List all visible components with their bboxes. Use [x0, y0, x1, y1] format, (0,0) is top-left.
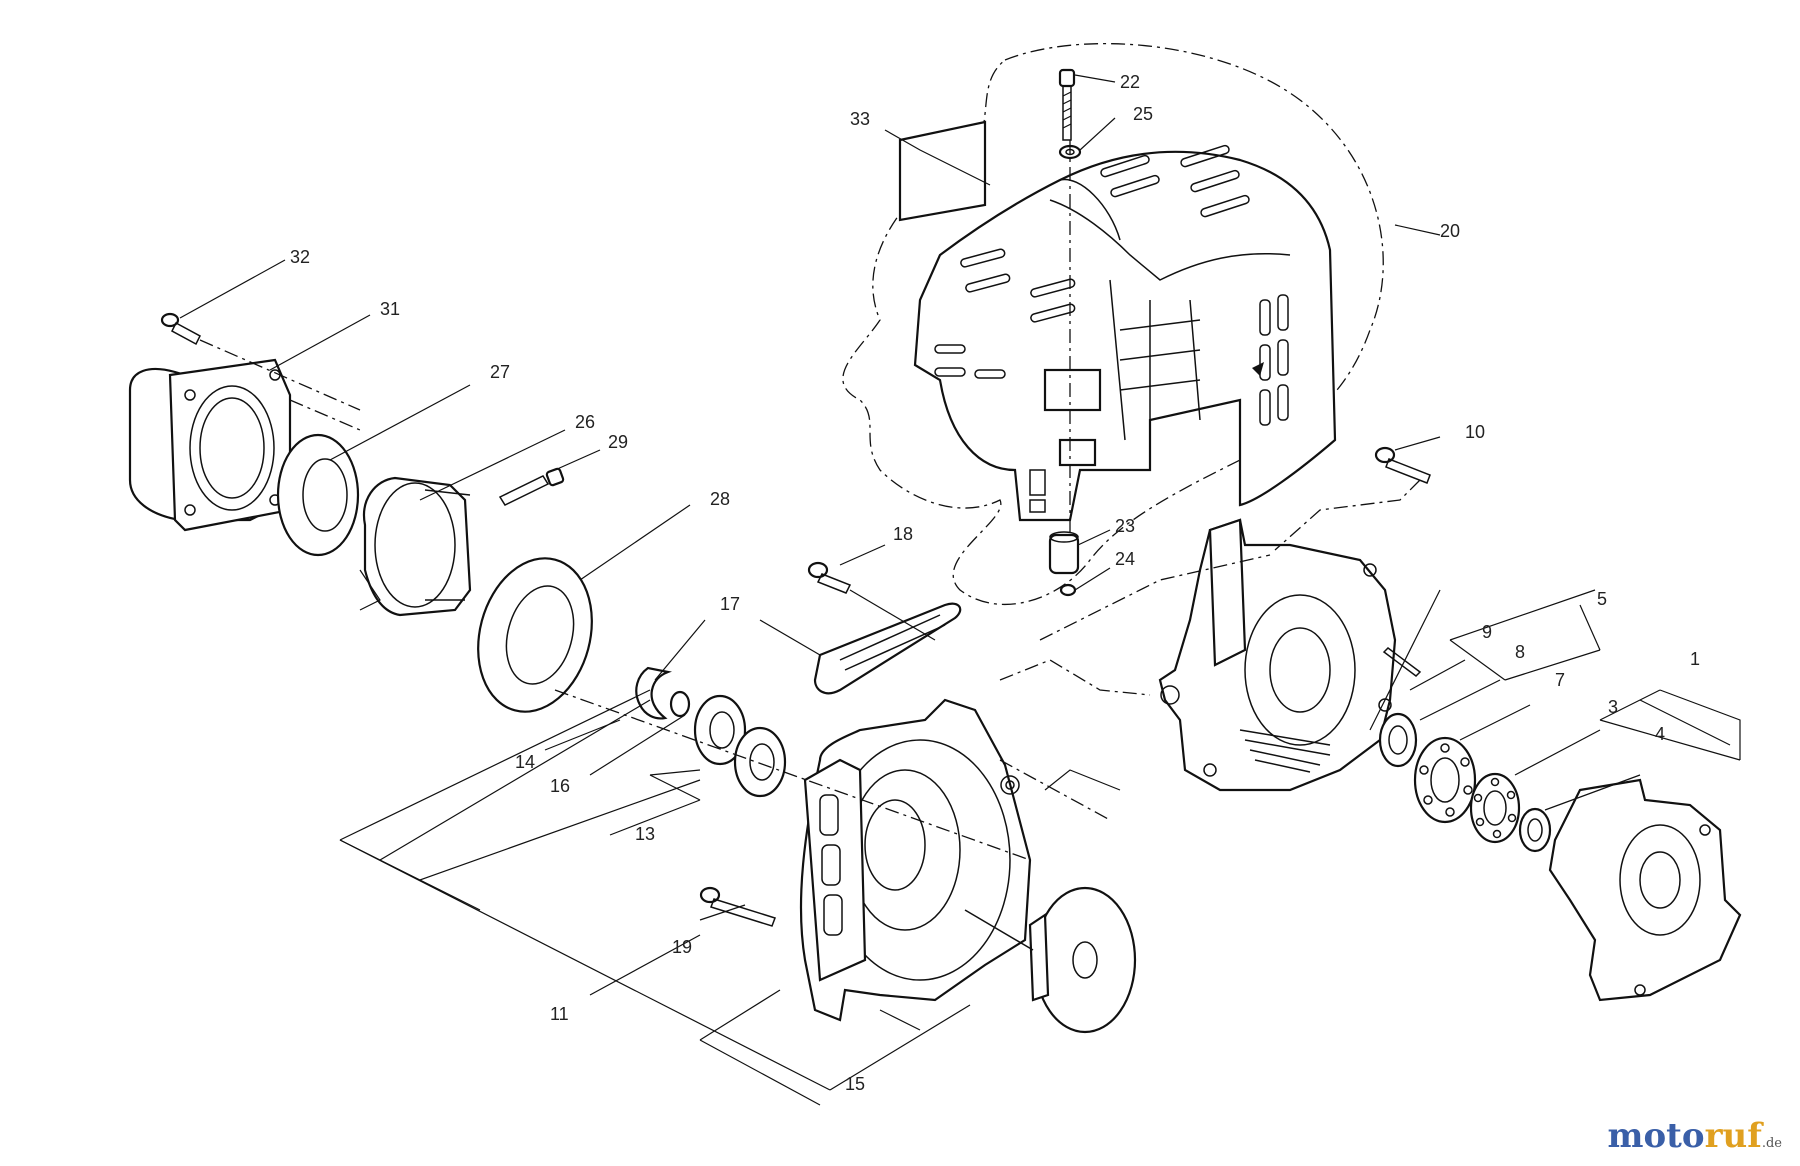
clutch-bolt-part [498, 467, 565, 506]
label-9: 9 [1482, 622, 1492, 642]
part-labels: 1 3 4 5 7 8 9 10 11 13 14 15 16 17 18 19… [290, 72, 1700, 1094]
label-3: 3 [1608, 697, 1618, 717]
clutch-shoe-part [276, 433, 360, 557]
label-sticker-part [898, 120, 987, 222]
label-16: 16 [550, 776, 570, 796]
small-ring-part [669, 690, 691, 718]
crankcase-screw-part [1374, 446, 1431, 484]
handle-screw-part [807, 561, 852, 594]
seal-ring-part [477, 557, 593, 713]
crankcase-half-part [1548, 778, 1742, 1002]
housing-screw-part [699, 886, 776, 927]
circlip-part [635, 666, 672, 720]
cover-screw-part [1058, 68, 1076, 141]
engine-cover-part [913, 144, 1337, 522]
clutch-hub-part [359, 476, 472, 617]
main-bearing-part [1413, 736, 1477, 824]
oil-seal-part [1378, 712, 1418, 768]
pin-part [1382, 647, 1422, 677]
cover-assembly-boundary [842, 43, 1384, 606]
label-19: 19 [672, 937, 692, 957]
label-31: 31 [380, 299, 400, 319]
small-seal-part [1518, 807, 1552, 853]
label-13: 13 [635, 824, 655, 844]
clutch-housing-part [128, 358, 292, 532]
bearing-pair-part [693, 694, 787, 798]
label-15: 15 [845, 1074, 865, 1094]
crankcase-part [1158, 518, 1397, 792]
label-25: 25 [1133, 104, 1153, 124]
label-22: 22 [1120, 72, 1140, 92]
label-5: 5 [1597, 589, 1607, 609]
label-14: 14 [515, 752, 535, 772]
grommet-part [1048, 531, 1080, 575]
label-27: 27 [490, 362, 510, 382]
fan-housing-part [799, 698, 1032, 1022]
case-screw-part [160, 312, 201, 346]
watermark-part1: moto [1607, 1116, 1705, 1156]
watermark-suffix: .de [1761, 1136, 1782, 1151]
label-10: 10 [1465, 422, 1485, 442]
watermark-part2: ruf [1704, 1116, 1762, 1156]
label-33: 33 [850, 109, 870, 129]
handle-part [813, 602, 962, 695]
label-28: 28 [710, 489, 730, 509]
label-24: 24 [1115, 549, 1135, 569]
second-bearing-part [1469, 772, 1521, 844]
label-11: 11 [550, 1004, 569, 1024]
motoruf-watermark: motoruf.de [1608, 1116, 1782, 1156]
label-18: 18 [893, 524, 913, 544]
label-1: 1 [1690, 649, 1700, 669]
leader-lines [179, 74, 1741, 1106]
label-29: 29 [608, 432, 628, 452]
label-4: 4 [1655, 724, 1665, 744]
label-26: 26 [575, 412, 595, 432]
label-17: 17 [720, 594, 740, 614]
label-20: 20 [1440, 221, 1460, 241]
label-7: 7 [1555, 670, 1565, 690]
fan-pulley-part [964, 886, 1137, 1034]
small-washer-part [1059, 583, 1077, 597]
label-32: 32 [290, 247, 310, 267]
label-8: 8 [1515, 642, 1525, 662]
label-23: 23 [1115, 516, 1135, 536]
